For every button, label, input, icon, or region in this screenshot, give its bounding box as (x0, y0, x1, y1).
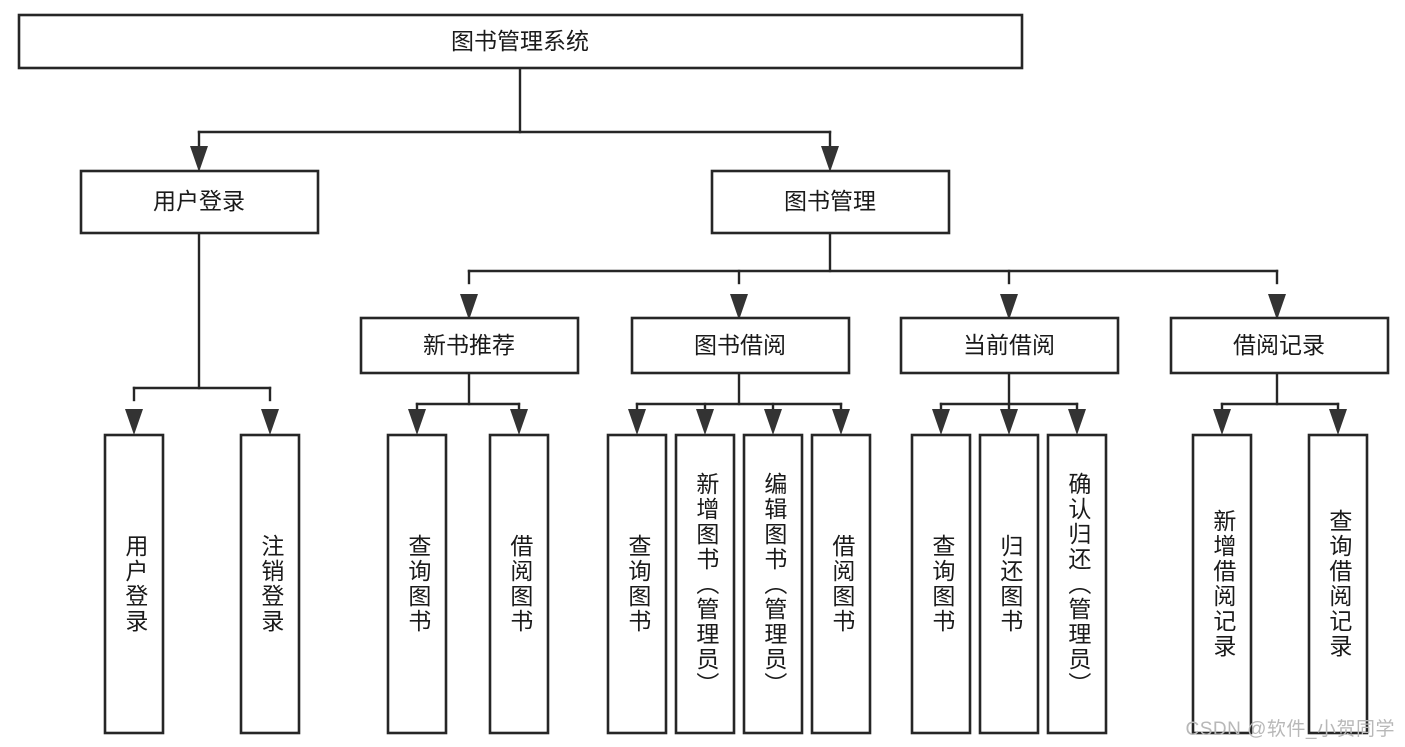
node-box-leaf-query-book-1[interactable] (386, 433, 448, 735)
node-box-book-management[interactable] (710, 169, 951, 235)
arrow-icon-to-borrow-record (1268, 294, 1286, 320)
node-box-leaf-edit-book[interactable] (742, 433, 804, 735)
node-box-leaf-query-book-2[interactable] (606, 433, 668, 735)
node-box-book-borrow[interactable] (630, 316, 851, 375)
node-box-leaf-logout-login[interactable] (239, 433, 301, 735)
arrow-icon-to-new-book-recommend (460, 294, 478, 320)
node-box-current-borrow[interactable] (899, 316, 1120, 375)
node-label-new-book-recommend: 新书推荐 (423, 332, 515, 358)
arrow-icon-leaf-borrow-book-1 (510, 409, 528, 435)
node-box-root[interactable] (17, 13, 1024, 70)
node-box-leaf-query-record[interactable] (1307, 433, 1369, 735)
connector-group-user-login (125, 231, 279, 435)
arrow-icon-leaf-query-book-2 (628, 409, 646, 435)
arrow-icon-to-user-login (190, 146, 208, 172)
arrow-icon-leaf-add-record (1213, 409, 1231, 435)
csdn-watermark: CSDN @软件_小贺同学 (1185, 719, 1395, 740)
connector-group-borrow-record (1213, 371, 1347, 435)
connector-group-new-book-recommend (408, 371, 528, 435)
arrow-icon-to-book-management (821, 146, 839, 172)
arrow-icon-leaf-user-login (125, 409, 143, 435)
node-label-book-management: 图书管理 (784, 188, 876, 214)
node-box-leaf-query-book-3[interactable] (910, 433, 972, 735)
node-box-borrow-record[interactable] (1169, 316, 1390, 375)
connector-group-book-management (460, 231, 1286, 320)
node-box-leaf-user-login[interactable] (103, 433, 165, 735)
node-box-leaf-add-book[interactable] (674, 433, 736, 735)
node-box-leaf-add-record[interactable] (1191, 433, 1253, 735)
arrow-icon-leaf-add-book (696, 409, 714, 435)
node-box-new-book-recommend[interactable] (359, 316, 580, 375)
node-label-current-borrow: 当前借阅 (963, 332, 1055, 358)
arrow-icon-to-book-borrow (730, 294, 748, 320)
node-box-leaf-confirm-return[interactable] (1046, 433, 1108, 735)
node-box-user-login[interactable] (79, 169, 320, 235)
connector-group-book-borrow (628, 371, 850, 435)
arrow-icon-leaf-confirm-return (1068, 409, 1086, 435)
node-label-user-login: 用户登录 (153, 188, 245, 214)
arrow-icon-to-current-borrow (1000, 294, 1018, 320)
node-box-leaf-return-book[interactable] (978, 433, 1040, 735)
connector-group-current-borrow (932, 371, 1086, 435)
node-label-book-borrow: 图书借阅 (694, 332, 786, 358)
arrow-icon-leaf-edit-book (764, 409, 782, 435)
node-label-borrow-record: 借阅记录 (1233, 332, 1325, 358)
arrow-icon-leaf-return-book (1000, 409, 1018, 435)
node-label-root: 图书管理系统 (451, 28, 589, 54)
connector-group-root (190, 66, 839, 172)
arrow-icon-leaf-query-book-3 (932, 409, 950, 435)
arrow-icon-leaf-query-record (1329, 409, 1347, 435)
arrow-icon-leaf-query-book-1 (408, 409, 426, 435)
node-box-leaf-borrow-book-1[interactable] (488, 433, 550, 735)
arrow-icon-leaf-logout-login (261, 409, 279, 435)
node-box-leaf-borrow-book-2[interactable] (810, 433, 872, 735)
arrow-icon-leaf-borrow-book-2 (832, 409, 850, 435)
